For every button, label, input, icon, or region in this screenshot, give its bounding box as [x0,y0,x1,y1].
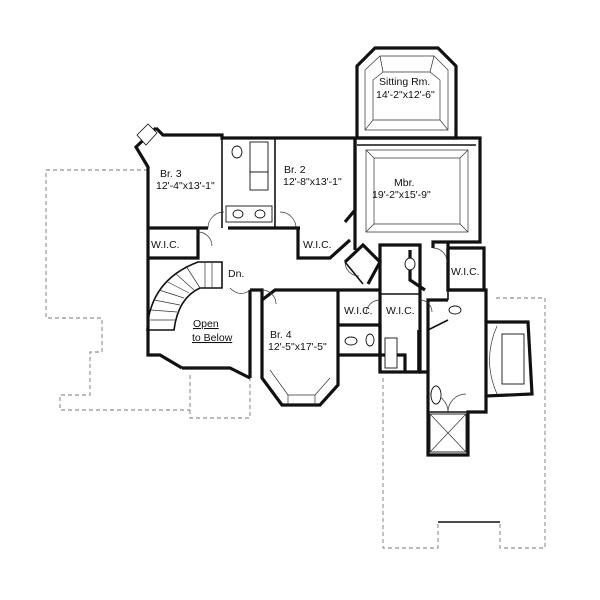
bedroom-2-name: Br. 2 [284,164,306,176]
sitting-room-dimensions: 14'-2"x12'-6" [376,89,435,101]
staircase [146,261,251,331]
door-swings [197,211,448,315]
walk-in-closet-master-right: W.I.C. [451,266,480,278]
open-to-below-line-1: Open [193,318,219,330]
bedroom-3-dimensions: 12'-4"x13'-1" [156,180,215,192]
bedroom-3-name: Br. 3 [160,168,182,180]
open-to-below-line-2: to Below [192,332,233,344]
bedroom-4-dimensions: 12'-5"x17'-5" [268,341,327,353]
master-bedroom-name: Mbr. [394,177,414,189]
bedroom-4-name: Br. 4 [270,329,292,341]
stair-down-label: Dn. [228,268,244,280]
walk-in-closet-br3: W.I.C. [151,239,180,251]
master-suite-walls [378,242,534,457]
walk-in-closet-br4: W.I.C. [344,305,373,317]
master-bedroom-walls [353,136,482,250]
walk-in-closet-br2: W.I.C. [303,239,332,251]
master-bedroom-dimensions: 19'-2"x15'-9" [372,189,431,201]
sitting-room-name: Sitting Rm. [379,76,430,88]
central-walls [146,141,407,407]
walk-in-closet-master-centre: W.I.C. [386,305,415,317]
lower-floor-outline [45,169,546,549]
bedroom-2-dimensions: 12'-8"x13'-1" [283,176,342,188]
